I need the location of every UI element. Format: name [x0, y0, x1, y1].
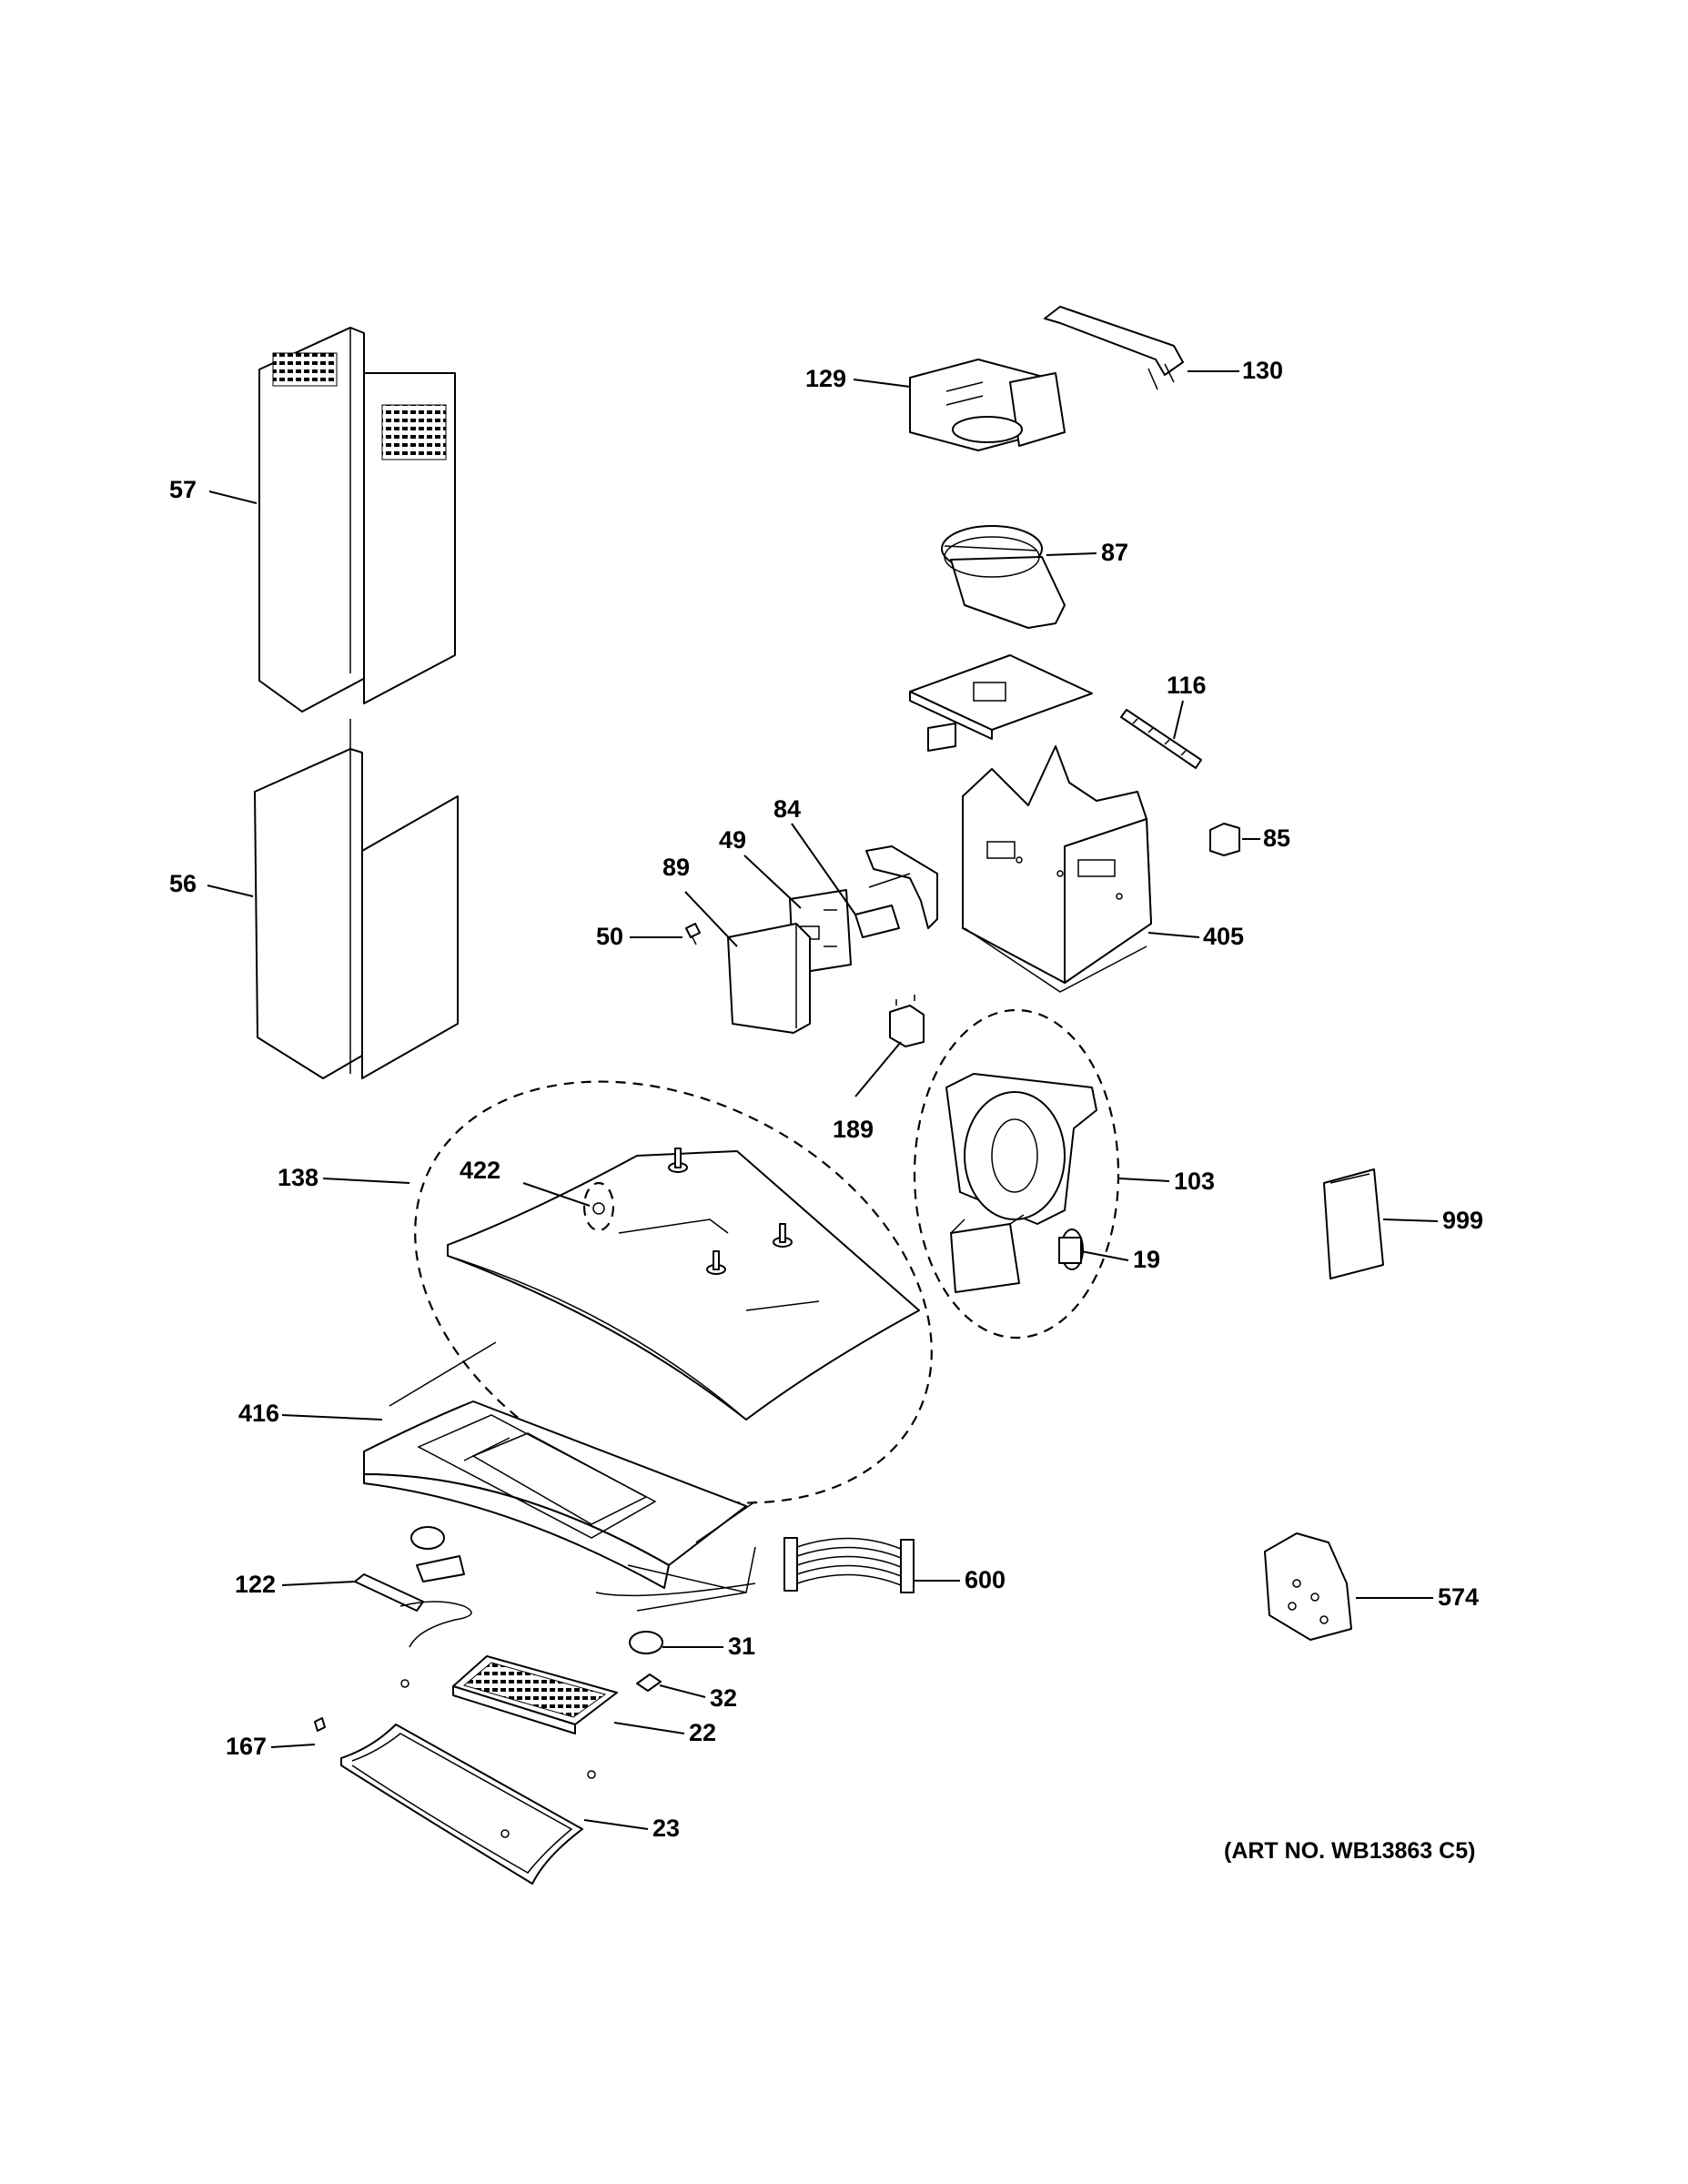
duct-adapter-part — [909, 359, 1066, 451]
callout-167: 167 — [226, 1733, 267, 1760]
hardware-kit-part — [1264, 1532, 1352, 1641]
callout-405: 405 — [1203, 923, 1244, 950]
callout-19: 19 — [1133, 1246, 1160, 1273]
callout-416: 416 — [238, 1400, 279, 1427]
hood-canopy-group — [414, 1080, 933, 1504]
callout-22: 22 — [689, 1719, 716, 1746]
callout-130: 130 — [1242, 357, 1283, 384]
callout-labels: 57 56 129 130 87 116 85 84 49 89 50 405 … — [169, 357, 1483, 1842]
callout-23: 23 — [652, 1815, 680, 1842]
callout-89: 89 — [662, 854, 690, 881]
mounting-strip-part — [1120, 709, 1202, 769]
callout-31: 31 — [728, 1633, 755, 1660]
small-clip-part — [636, 1673, 662, 1692]
callout-85: 85 — [1263, 824, 1290, 852]
callout-50: 50 — [596, 923, 623, 950]
control-bracket-part — [854, 845, 938, 938]
callout-87: 87 — [1101, 539, 1128, 566]
top-plate-part — [909, 654, 1093, 752]
callout-57: 57 — [169, 476, 197, 503]
grease-filter-part — [400, 1655, 618, 1734]
upper-chimney-part — [258, 327, 456, 713]
callout-189: 189 — [833, 1116, 874, 1143]
wire-harness-part — [783, 1537, 915, 1593]
callout-116: 116 — [1167, 672, 1207, 699]
hood-bottom-frame-part — [363, 1341, 756, 1612]
glass-panel-part — [340, 1724, 583, 1885]
board-cover-part — [727, 923, 811, 1034]
callout-138: 138 — [278, 1164, 318, 1191]
callout-574: 574 — [1438, 1583, 1479, 1611]
lower-chimney-part — [254, 719, 459, 1079]
owner-manual-part — [1323, 1168, 1384, 1279]
switch-part — [889, 995, 925, 1047]
damper-transition-part — [941, 525, 1066, 629]
callout-56: 56 — [169, 870, 197, 897]
mounting-screw-part — [314, 1717, 596, 1779]
mounting-bracket-part — [1044, 306, 1184, 390]
blower-housing-part — [962, 745, 1152, 993]
callout-122: 122 — [235, 1571, 276, 1598]
callout-129: 129 — [805, 365, 846, 392]
callout-49: 49 — [719, 826, 746, 854]
light-assembly-part — [354, 1555, 472, 1648]
screw-part — [685, 923, 701, 945]
callout-32: 32 — [710, 1684, 737, 1712]
blower-assembly-group — [913, 1008, 1120, 1340]
callout-600: 600 — [965, 1566, 1006, 1593]
knob-part — [410, 1526, 663, 1654]
callout-999: 999 — [1442, 1207, 1483, 1234]
leader-lines — [207, 370, 1439, 1830]
callout-422: 422 — [460, 1157, 500, 1184]
clip-part — [1209, 823, 1240, 856]
callout-103: 103 — [1174, 1168, 1215, 1195]
callout-84: 84 — [773, 795, 801, 823]
art-number: (ART NO. WB13863 C5) — [1224, 1838, 1475, 1864]
